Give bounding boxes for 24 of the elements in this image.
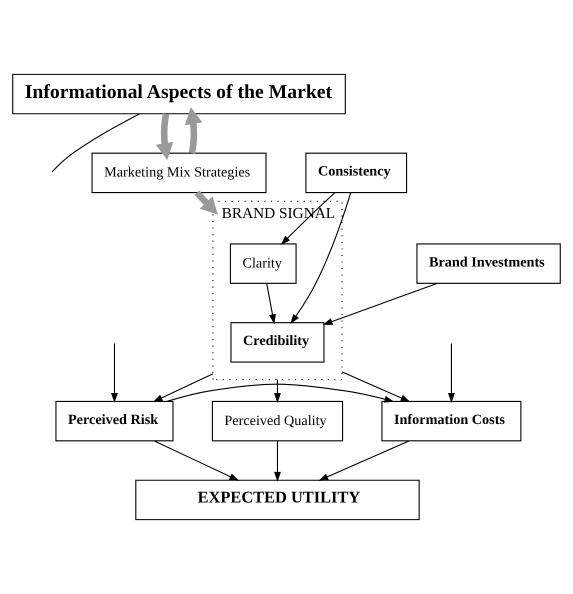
connector xyxy=(52,113,140,172)
arrow xyxy=(290,192,352,324)
node-box: Marketing Mix Strategies xyxy=(92,152,267,194)
node-box: Informational Aspects of the Market xyxy=(12,74,346,114)
arrow xyxy=(154,440,240,481)
arrow xyxy=(266,284,276,324)
node-box: Consistency xyxy=(305,152,408,194)
node-box: EXPECTED UTILITY xyxy=(135,480,420,520)
node-box: Brand Investments xyxy=(416,243,561,284)
node-box: Clarity xyxy=(230,243,297,284)
node-box: Perceived Risk xyxy=(55,400,174,442)
arrow xyxy=(322,282,438,325)
node-box: Credibility xyxy=(230,322,325,363)
arrow xyxy=(342,371,411,402)
arrow xyxy=(274,441,281,482)
arrow xyxy=(448,344,455,403)
node-box: Perceived Quality xyxy=(212,400,344,442)
arrow xyxy=(274,380,281,404)
arrow xyxy=(152,373,214,402)
arrow xyxy=(194,190,218,215)
arrow xyxy=(167,384,394,403)
arrow xyxy=(318,440,410,481)
arrow xyxy=(111,344,118,403)
node-box: Information Costs xyxy=(381,400,522,442)
